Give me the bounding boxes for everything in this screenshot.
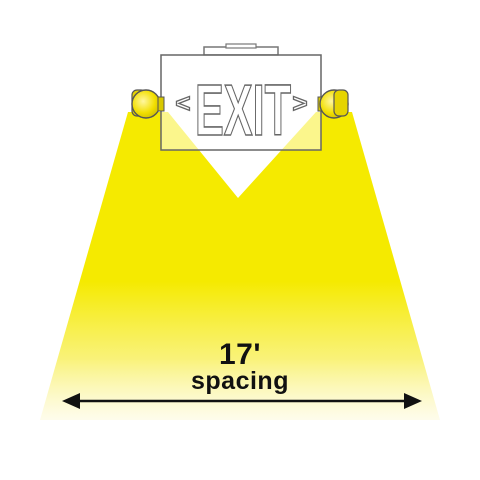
spacing-value: 17' [218,338,261,371]
sign-exit-text: EXIT [195,71,291,151]
spacing-label: spacing [191,367,289,395]
sign-mount [225,43,257,49]
sign-left-chevron: < [175,88,190,118]
sign-face [160,54,322,151]
right-lamp-head-icon [317,89,349,119]
double-headed-arrow-icon [62,393,422,409]
light-beam [40,112,440,420]
exit-sign: < EXIT > [160,43,322,152]
sign-right-chevron: > [292,88,307,118]
left-lamp-head-icon [131,89,165,119]
